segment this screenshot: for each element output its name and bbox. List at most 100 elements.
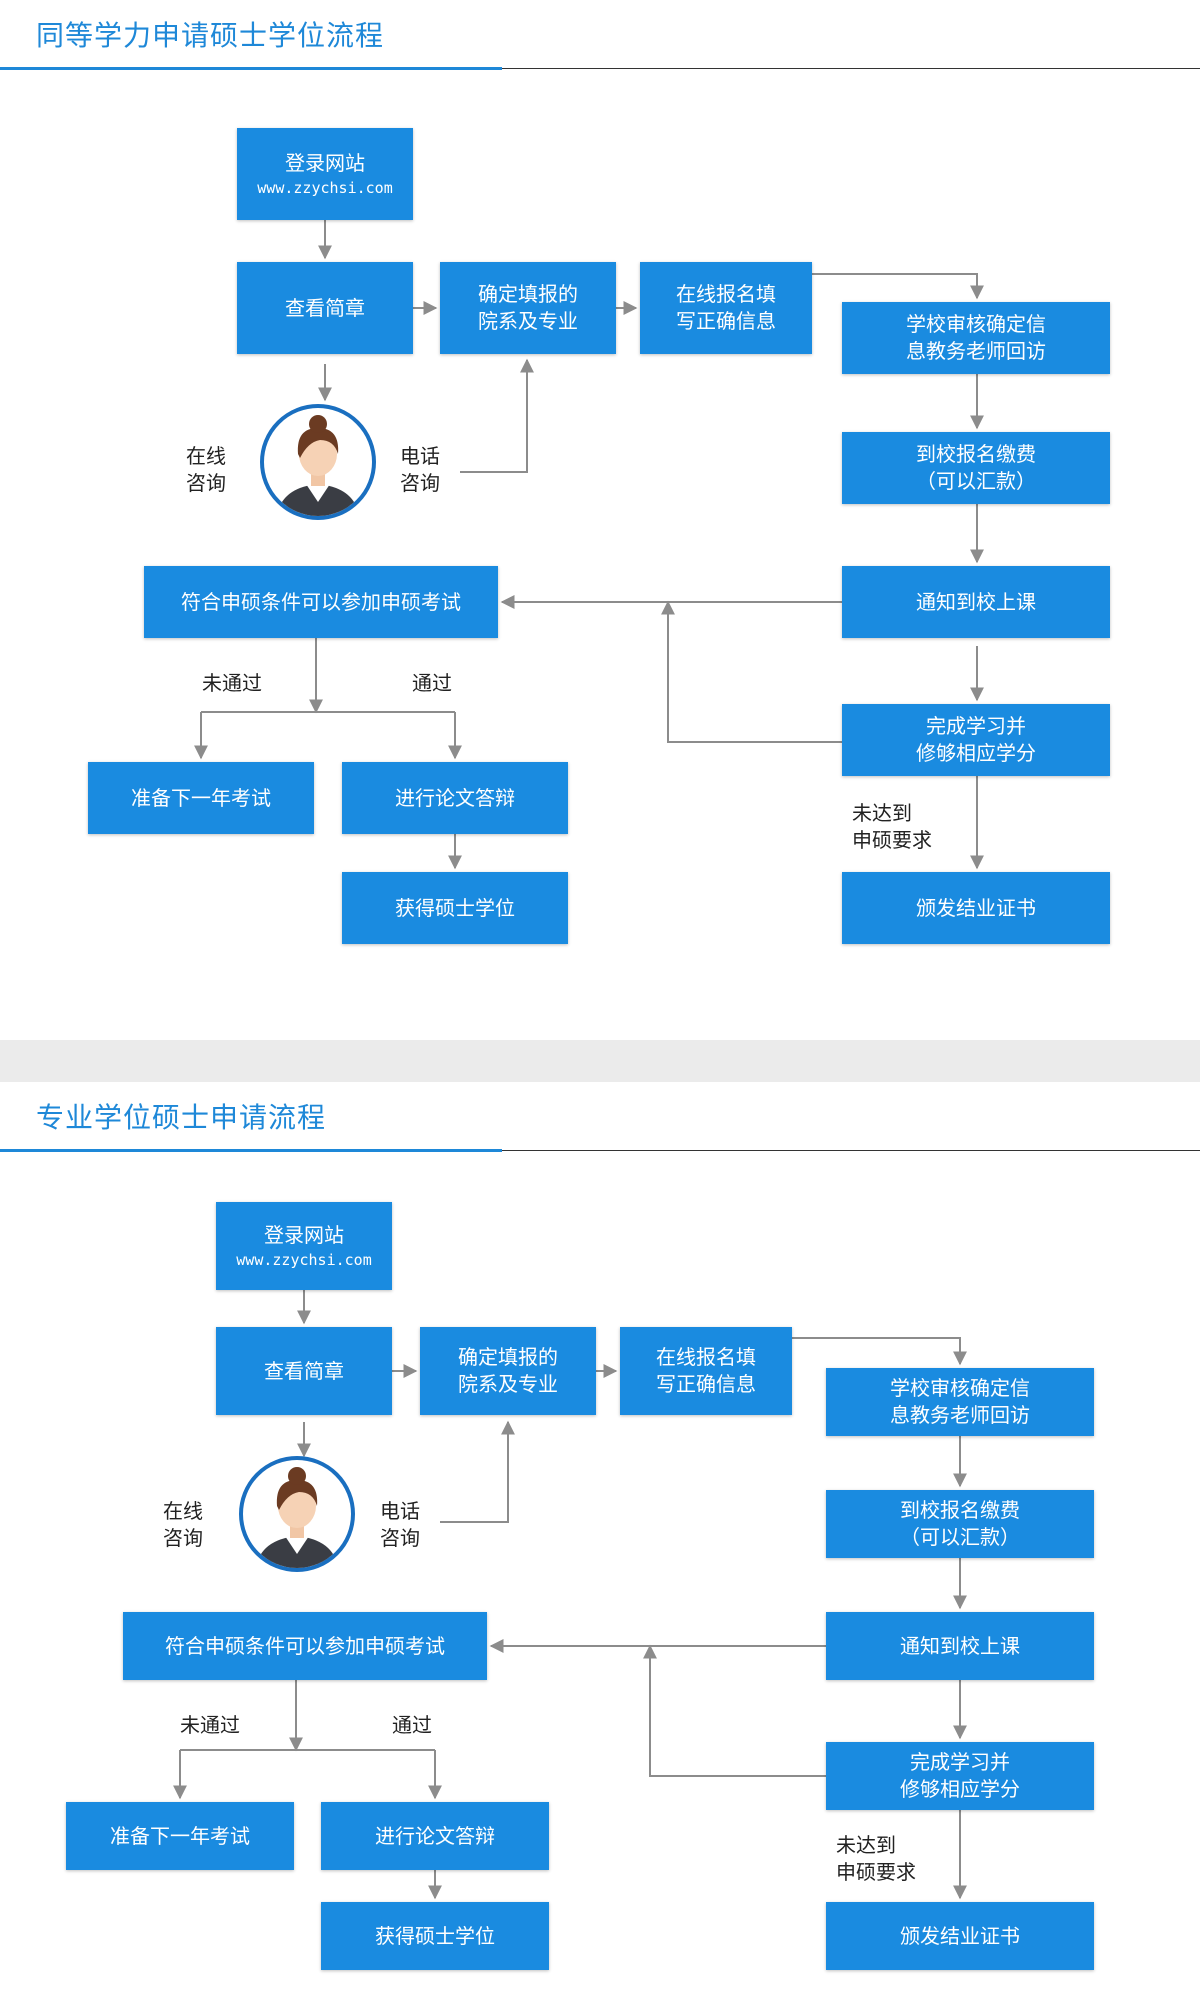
step-degree: 获得硕士学位 (342, 872, 568, 944)
step-text: 息教务老师回访 (906, 339, 1046, 363)
label-text: 未达到 (852, 801, 912, 825)
step-pay: 到校报名缴费 （可以汇款） (826, 1490, 1094, 1558)
consultant-avatar-icon (260, 404, 376, 520)
step-text: 息教务老师回访 (890, 1403, 1030, 1427)
step-text: 到校报名缴费 (900, 1498, 1020, 1522)
step-text: 符合申硕条件可以参加申硕考试 (165, 1633, 445, 1658)
step-confirm: 确定填报的院系及专业 (420, 1327, 596, 1415)
step-text: （可以汇款） (900, 1525, 1020, 1549)
step-online: 在线报名填写正确信息 (620, 1327, 792, 1415)
step-view: 查看简章 (216, 1327, 392, 1415)
label-fail: 未通过 (180, 1712, 240, 1739)
flow-arrow (812, 273, 984, 300)
step-text: 完成学习并 (910, 1750, 1010, 1774)
step-cert: 颁发结业证书 (842, 872, 1110, 944)
flow-arrow (460, 358, 534, 473)
step-text: 到校报名缴费 (916, 442, 1036, 466)
label-online-consult: 在线咨询 (186, 443, 226, 497)
step-text: 符合申硕条件可以参加申硕考试 (181, 589, 461, 614)
step-cert: 颁发结业证书 (826, 1902, 1094, 1970)
label-not-meet: 未达到申硕要求 (852, 800, 932, 854)
step-confirm: 确定填报的院系及专业 (440, 262, 616, 354)
step-text: 查看简章 (285, 295, 365, 320)
label-text: 在线 (163, 1499, 203, 1523)
consultant-avatar-icon (239, 1456, 355, 1572)
label-text: 未通过 (202, 671, 262, 695)
label-pass: 通过 (392, 1712, 432, 1739)
label-online-consult: 在线咨询 (163, 1498, 203, 1552)
step-next-year: 准备下一年考试 (66, 1802, 294, 1870)
step-text: 颁发结业证书 (900, 1923, 1020, 1948)
label-text: 通过 (412, 671, 452, 695)
header-rule (0, 1150, 1200, 1151)
step-complete: 完成学习并修够相应学分 (826, 1742, 1094, 1810)
section-1-header: 同等学力申请硕士学位流程 (0, 0, 1200, 72)
step-text: 学校审核确定信 (906, 312, 1046, 336)
step-login: 登录网站 www.zzychsi.com (237, 128, 413, 220)
label-phone-consult: 电话咨询 (380, 1498, 420, 1552)
step-thesis: 进行论文答辩 (321, 1802, 549, 1870)
section-title: 同等学力申请硕士学位流程 (36, 19, 385, 52)
step-thesis: 进行论文答辩 (342, 762, 568, 834)
flow-arrow (440, 1420, 515, 1523)
step-next-year: 准备下一年考试 (88, 762, 314, 834)
step-text: www.zzychsi.com (236, 1250, 372, 1269)
flow-arrow (661, 600, 842, 743)
step-notify: 通知到校上课 (842, 566, 1110, 638)
label-text: 咨询 (186, 471, 226, 495)
step-text: 写正确信息 (676, 309, 776, 333)
step-text: 通知到校上课 (900, 1633, 1020, 1658)
label-fail: 未通过 (202, 670, 262, 697)
step-text: 学校审核确定信 (890, 1376, 1030, 1400)
step-text: 写正确信息 (656, 1372, 756, 1396)
step-text: 在线报名填 (676, 282, 776, 306)
step-text: 院系及专业 (478, 309, 578, 333)
step-text: 登录网站 (285, 150, 365, 175)
step-text: 获得硕士学位 (375, 1923, 495, 1948)
step-text: 进行论文答辩 (395, 785, 515, 810)
label-text: 咨询 (380, 1526, 420, 1550)
connector-lines (194, 220, 984, 870)
step-text: www.zzychsi.com (257, 178, 393, 197)
label-phone-consult: 电话咨询 (400, 443, 440, 497)
step-notify: 通知到校上课 (826, 1612, 1094, 1680)
label-text: 通过 (392, 1713, 432, 1737)
step-text: 在线报名填 (656, 1345, 756, 1369)
step-online: 在线报名填写正确信息 (640, 262, 812, 354)
step-text: 修够相应学分 (916, 741, 1036, 765)
step-exam: 符合申硕条件可以参加申硕考试 (144, 566, 498, 638)
step-text: 查看简章 (264, 1358, 344, 1383)
step-text: 院系及专业 (458, 1372, 558, 1396)
flow-arrow (792, 1337, 967, 1366)
step-review: 学校审核确定信息教务老师回访 (826, 1368, 1094, 1436)
step-text: 准备下一年考试 (131, 785, 271, 810)
label-text: 在线 (186, 444, 226, 468)
step-text: 通知到校上课 (916, 589, 1036, 614)
step-text: 修够相应学分 (900, 1777, 1020, 1801)
section-2-header: 专业学位硕士申请流程 (0, 1082, 1200, 1154)
label-pass: 通过 (412, 670, 452, 697)
label-not-meet: 未达到申硕要求 (836, 1832, 916, 1886)
step-degree: 获得硕士学位 (321, 1902, 549, 1970)
step-text: 颁发结业证书 (916, 895, 1036, 920)
header-accent-bar (0, 1149, 502, 1152)
step-text: 进行论文答辩 (375, 1823, 495, 1848)
step-exam: 符合申硕条件可以参加申硕考试 (123, 1612, 487, 1680)
label-text: 未达到 (836, 1833, 896, 1857)
step-pay: 到校报名缴费 （可以汇款） (842, 432, 1110, 504)
label-text: 未通过 (180, 1713, 240, 1737)
header-rule (0, 68, 1200, 69)
step-text: （可以汇款） (916, 469, 1036, 493)
label-text: 电话 (380, 1499, 420, 1523)
label-text: 申硕要求 (836, 1860, 916, 1884)
step-review: 学校审核确定信息教务老师回访 (842, 302, 1110, 374)
step-text: 完成学习并 (926, 714, 1026, 738)
step-view: 查看简章 (237, 262, 413, 354)
label-text: 咨询 (400, 471, 440, 495)
step-text: 准备下一年考试 (110, 1823, 250, 1848)
flow-arrow (643, 1644, 826, 1777)
section-title: 专业学位硕士申请流程 (36, 1101, 327, 1134)
